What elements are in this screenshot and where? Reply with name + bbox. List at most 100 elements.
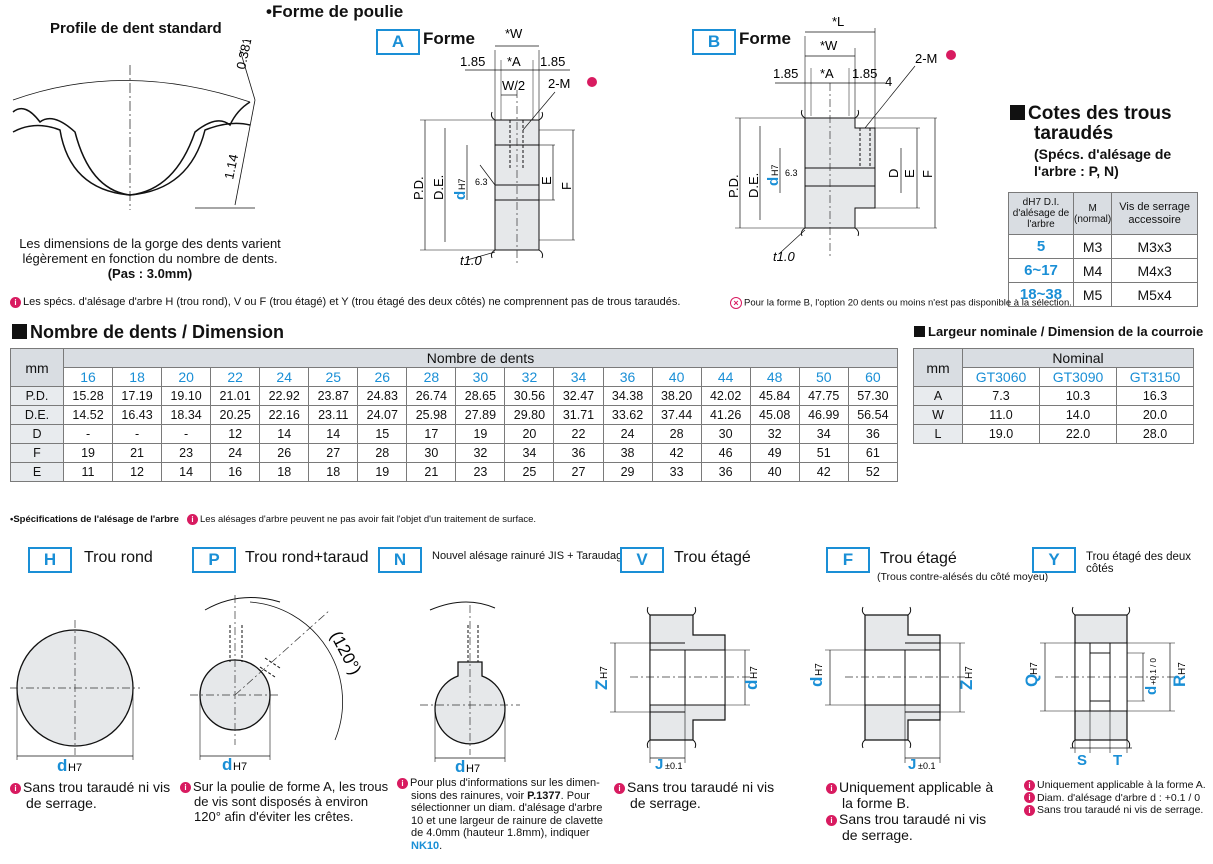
bore-f-j: J (908, 756, 916, 770)
form-a-w2: W/2 (502, 78, 525, 93)
teeth-cell: 23.87 (308, 386, 359, 406)
note-form-b-text: Pour la forme B, l'option 20 dents ou mo… (744, 297, 1072, 309)
bore-y-note-3: Sans trou taraudé ni vis de serrage. (1037, 804, 1204, 816)
teeth-cell: 26.74 (406, 386, 457, 406)
bore-f-note-1: Uniquement applicable à (839, 779, 994, 795)
bore-f-zh7: H7 (964, 666, 975, 679)
width-unit: mm (913, 348, 963, 387)
teeth-cell: 29 (602, 462, 653, 482)
form-b-w: *W (820, 38, 838, 53)
width-title: Largeur nominale / Dimension de la courr… (914, 324, 1203, 339)
teeth-cell: 24.83 (357, 386, 408, 406)
teeth-count-24: 24 (259, 367, 310, 387)
form-a-e: E (539, 176, 554, 185)
bore-p-angle: (120°) (326, 628, 365, 678)
teeth-cell: 46.99 (798, 405, 849, 425)
form-a-h7: H7 (457, 178, 467, 190)
bore-y-label: Trou étagé des deux côtés (1086, 551, 1192, 575)
bore-n-label: Nouvel alésage rainuré JIS + Taraudage (432, 550, 629, 562)
width-cell: 10.3 (1039, 386, 1117, 406)
width-cell: 7.3 (962, 386, 1040, 406)
teeth-cell: 20.25 (210, 405, 261, 425)
teeth-row-label: F (10, 443, 64, 463)
teeth-cell: 38.20 (651, 386, 702, 406)
bore-p-badge: P (192, 547, 236, 573)
form-a-m: 2-M (548, 76, 570, 91)
teeth-cell: 29.80 (504, 405, 555, 425)
teeth-cell: 42.02 (700, 386, 751, 406)
bore-f-badge: F (826, 547, 870, 573)
form-b-63: 6.3 (785, 168, 798, 178)
width-cell: 16.3 (1116, 386, 1194, 406)
teeth-cell: 32 (749, 424, 800, 444)
width-col-gt3090: GT3090 (1039, 367, 1117, 387)
teeth-count-60: 60 (847, 367, 899, 387)
pulley-shape-title: •Forme de poulie (266, 2, 404, 21)
bore-n-ref-link[interactable]: P.1377 (527, 789, 561, 802)
bore-title: •Spécifications de l'alésage de l'arbre (10, 514, 179, 525)
teeth-cell: 30 (406, 443, 457, 463)
bore-h-note-1: Sans trou taraudé ni vis (23, 779, 171, 795)
form-a-label: Forme (423, 29, 475, 48)
bore-h-h7: H7 (68, 762, 82, 774)
teeth-cell: 61 (847, 443, 899, 463)
bore-h-label: Trou rond (84, 549, 153, 566)
form-b-dd: D (886, 169, 901, 178)
teeth-cell: 14 (308, 424, 359, 444)
teeth-cell: 12 (210, 424, 261, 444)
bore-f-sublabel: (Trous contre-alésés du côté moyeu) (877, 571, 1049, 583)
form-b-f: F (920, 170, 935, 178)
teeth-cell: 33.62 (602, 405, 653, 425)
bore-f-z: Z (957, 680, 976, 690)
bore-f-d: d (807, 677, 826, 687)
teeth-cell: 40 (749, 462, 800, 482)
teeth-cell: 23.11 (308, 405, 359, 425)
teeth-cell: 52 (847, 462, 899, 482)
note-no-thread-text: Les spécs. d'alésage d'arbre H (trou ron… (23, 296, 681, 308)
teeth-count-44: 44 (700, 367, 751, 387)
teeth-count-30: 30 (455, 367, 506, 387)
teeth-header: Nombre de dents (63, 348, 898, 368)
square-bullet-icon (12, 324, 27, 339)
teeth-count-18: 18 (112, 367, 163, 387)
form-b-de: D.E. (746, 173, 761, 198)
bore-y-qh7: H7 (1029, 662, 1040, 675)
bore-f-note-3: Sans trou taraudé ni vis (839, 811, 987, 827)
teeth-cell: 17 (406, 424, 457, 444)
bore-p-h7: H7 (233, 761, 247, 773)
teeth-cell: 19 (455, 424, 506, 444)
width-row-label: L (913, 424, 963, 444)
width-cell: 19.0 (962, 424, 1040, 444)
form-a-a: *A (507, 54, 521, 69)
info-icon: i (826, 782, 837, 794)
bore-y-note-1: Uniquement applicable à la forme A. (1037, 779, 1206, 791)
bore-y-d: d (1143, 686, 1160, 695)
form-a-pd: P.D. (411, 176, 426, 200)
teeth-cell: 33 (651, 462, 702, 482)
info-icon: i (180, 782, 191, 794)
width-cell: 28.0 (1116, 424, 1194, 444)
teeth-count-20: 20 (161, 367, 212, 387)
info-icon: i (1024, 779, 1035, 791)
teeth-cell: 21 (112, 443, 163, 463)
teeth-cell: 23 (455, 462, 506, 482)
teeth-count-25: 25 (308, 367, 359, 387)
teeth-cell: 24.07 (357, 405, 408, 425)
width-cell: 11.0 (962, 405, 1040, 425)
teeth-cell: 12 (112, 462, 163, 482)
bore-p-d: d (222, 755, 232, 774)
bore-v-j: J (655, 756, 663, 770)
form-a-63: 6.3 (475, 177, 488, 187)
tooth-dim-114: 1.14 (221, 153, 241, 181)
